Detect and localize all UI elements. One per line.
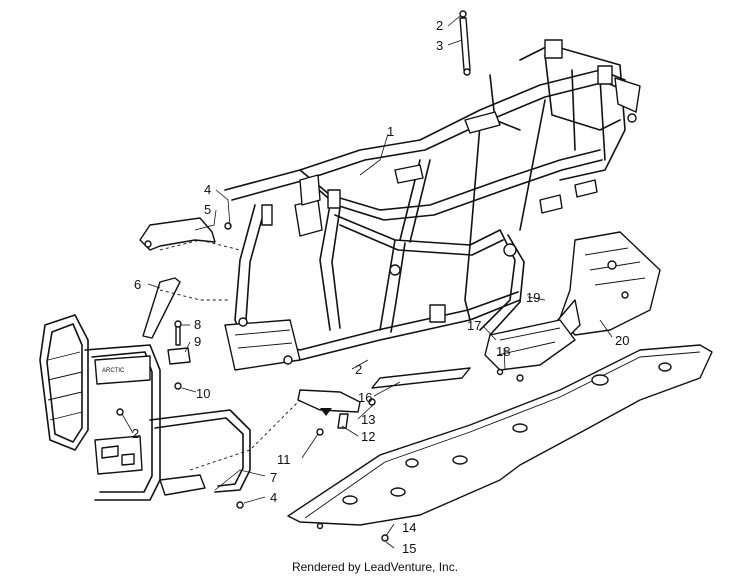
callout-2-bumper: 2 — [132, 426, 139, 441]
callout-15: 15 — [402, 541, 416, 556]
bumper-logo: ARCTIC — [102, 368, 125, 374]
callout-8: 8 — [194, 317, 201, 332]
callout-7: 7 — [270, 470, 277, 485]
bracket-part-5 — [139, 217, 232, 251]
skid-plate-part-14 — [287, 344, 713, 542]
callout-14: 14 — [402, 520, 416, 535]
callout-20: 20 — [615, 333, 629, 348]
callout-3: 3 — [436, 38, 443, 53]
leader-lines — [121, 15, 613, 549]
callout-9: 9 — [194, 334, 201, 349]
callout-17: 17 — [467, 318, 481, 333]
callout-2-frame: 2 — [355, 362, 362, 377]
callout-10: 10 — [196, 386, 210, 401]
callout-11: 11 — [277, 452, 291, 467]
callout-5: 5 — [204, 202, 211, 217]
callout-16: 16 — [358, 390, 372, 405]
footer-credit: Rendered by LeadVenture, Inc. — [291, 560, 459, 574]
callout-6: 6 — [134, 277, 141, 292]
strut-part-6 — [142, 277, 181, 339]
callout-19: 19 — [526, 290, 540, 305]
bracket-parts-17-18-19 — [484, 319, 576, 382]
callout-4: 4 — [204, 182, 211, 197]
front-bumper-part-7: ARCTIC — [39, 314, 251, 509]
callout-4-bumper: 4 — [270, 490, 277, 505]
hardware-8-9-10 — [167, 320, 191, 390]
plate-part-12 — [297, 389, 376, 436]
callout-13: 13 — [361, 412, 375, 427]
callout-2: 2 — [436, 18, 443, 33]
bar-part-16 — [371, 367, 471, 389]
main-frame — [224, 39, 641, 371]
callout-18: 18 — [496, 344, 510, 359]
callout-labels: 1 2 3 4 5 6 8 9 10 2 2 7 4 11 12 13 16 1… — [132, 18, 629, 556]
callout-12: 12 — [361, 429, 375, 444]
callout-1: 1 — [387, 124, 394, 139]
top-rod-part-3 — [459, 10, 471, 76]
